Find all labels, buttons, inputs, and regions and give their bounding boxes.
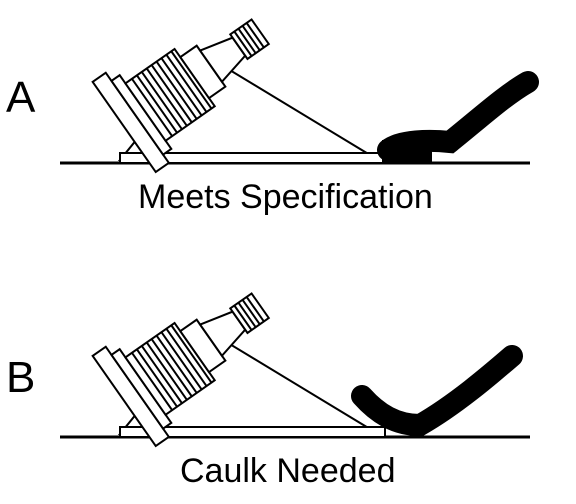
panel-a-connector-icon bbox=[91, 0, 386, 174]
panel-b-caulk-bead bbox=[351, 345, 523, 437]
panel-a-caulk-bead bbox=[377, 71, 539, 161]
panel-a-caption: Meets Specification bbox=[138, 178, 433, 216]
panel-b-caption: Caulk Needed bbox=[180, 452, 395, 490]
panel-b-connector-icon bbox=[91, 259, 386, 448]
panel-b: B bbox=[6, 259, 530, 448]
panel-a: A Meets Specification bbox=[6, 0, 539, 216]
panel-b-letter: B bbox=[6, 353, 35, 402]
panel-a-letter: A bbox=[6, 73, 36, 122]
